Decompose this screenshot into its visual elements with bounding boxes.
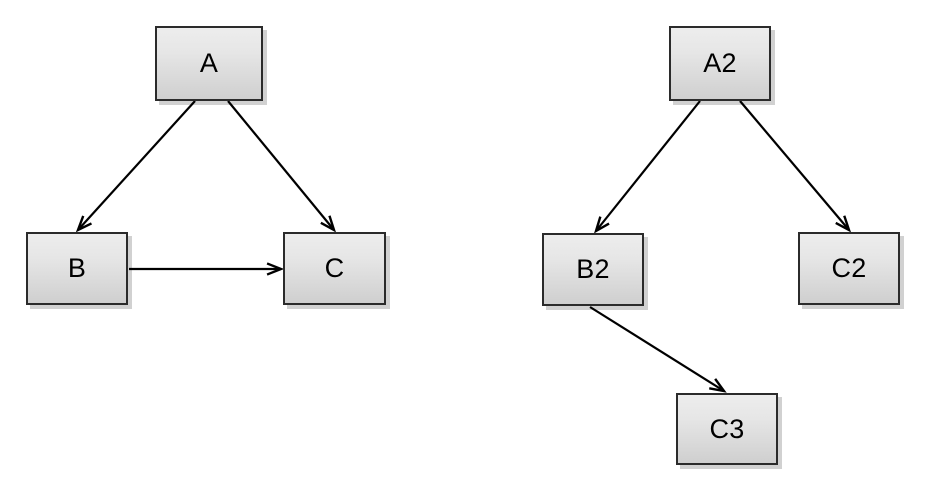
node-label-C: C bbox=[324, 253, 345, 283]
edge-line bbox=[77, 100, 196, 231]
node-label-C3: C3 bbox=[709, 413, 745, 444]
arrowhead-icon bbox=[593, 216, 610, 234]
arrowhead-icon bbox=[75, 215, 93, 233]
edge-line bbox=[739, 100, 850, 231]
node-label-B: B bbox=[67, 253, 87, 283]
node-B[interactable]: B bbox=[26, 232, 128, 305]
edge-B2-to-C3 bbox=[589, 306, 727, 393]
node-label-A2: A2 bbox=[703, 48, 737, 78]
edge-A-to-C bbox=[227, 100, 337, 233]
edge-B-to-C bbox=[129, 262, 285, 276]
edge-A2-to-B2 bbox=[593, 100, 701, 234]
edge-A2-to-C2 bbox=[739, 100, 852, 233]
arrowhead-icon bbox=[835, 215, 852, 233]
edge-A-to-B bbox=[75, 100, 196, 233]
node-label-A: A bbox=[199, 48, 219, 78]
arrowhead-icon bbox=[320, 215, 337, 233]
arrowhead-icon bbox=[709, 378, 727, 393]
node-C2[interactable]: C2 bbox=[798, 232, 900, 305]
node-B2[interactable]: B2 bbox=[542, 233, 644, 306]
node-A2[interactable]: A2 bbox=[669, 26, 771, 101]
node-C3[interactable]: C3 bbox=[676, 393, 778, 465]
node-label-C2: C2 bbox=[831, 253, 867, 283]
node-label-B2: B2 bbox=[576, 254, 610, 284]
edge-line bbox=[589, 306, 725, 392]
edge-line bbox=[595, 100, 701, 232]
node-A[interactable]: A bbox=[155, 26, 263, 101]
arrowhead-icon bbox=[266, 262, 285, 276]
node-C[interactable]: C bbox=[283, 232, 386, 305]
edge-line bbox=[227, 100, 335, 231]
